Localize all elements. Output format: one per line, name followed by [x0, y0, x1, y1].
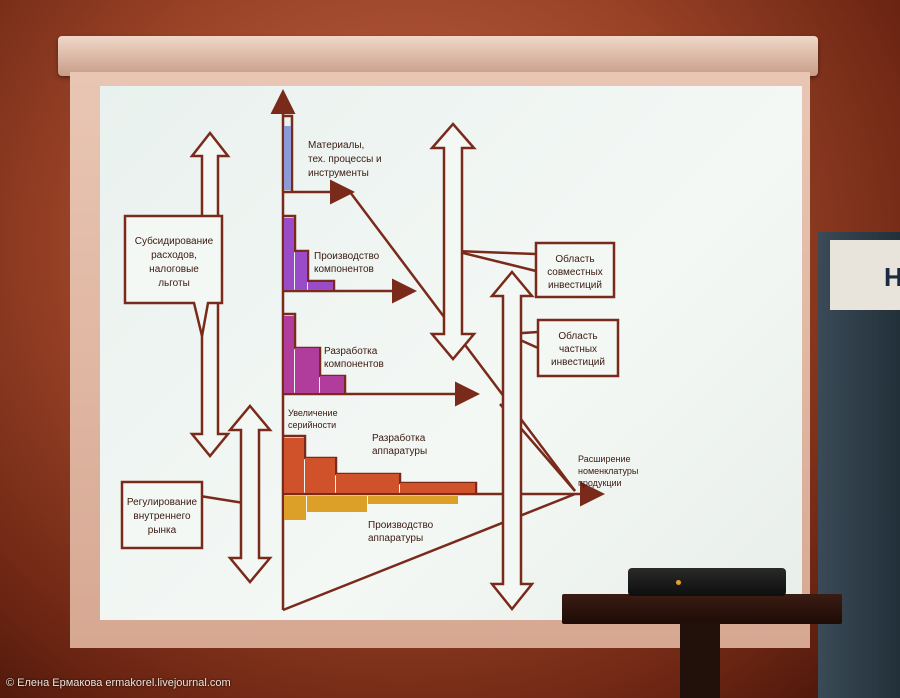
label-components-prod-2: компонентов — [314, 264, 374, 275]
step-components-prod — [283, 214, 336, 291]
label-subsidies-1: Субсидирование — [135, 235, 214, 247]
label-joint-1: Область — [555, 253, 594, 265]
projector-device — [628, 568, 786, 596]
projected-slide: Субсидирование расходов, налоговые льгот… — [100, 86, 802, 620]
callout-private-box — [536, 318, 620, 378]
label-nomenclature-3: продукции — [578, 478, 622, 488]
label-materials-1: Материалы, — [308, 140, 364, 151]
bar-equipment-dev-1 — [284, 438, 304, 493]
presenter-table — [562, 594, 842, 624]
label-components-dev-2: компонентов — [324, 359, 384, 370]
bar-equipment-prod-2 — [307, 496, 367, 512]
label-serial-2: серийности — [288, 420, 336, 430]
diagonal-lower — [282, 492, 576, 612]
callout-regulation-box — [120, 480, 204, 550]
bar-components-dev-3 — [320, 376, 344, 393]
label-regulation-2: внутреннего — [133, 511, 191, 522]
label-regulation-1: Регулирование — [127, 497, 198, 508]
callout-joint-box — [534, 241, 616, 299]
label-components-prod-1: Производство — [314, 251, 380, 262]
label-joint-3: инвестиций — [548, 280, 602, 291]
slide-diagram: Субсидирование расходов, налоговые льгот… — [120, 89, 638, 612]
label-private-2: частных — [559, 344, 597, 355]
side-banner-sign — [830, 240, 900, 310]
bar-equipment-prod-3 — [368, 496, 458, 504]
projector-screen-roller — [58, 36, 818, 76]
label-equipment-dev-2: аппаратуры — [372, 446, 427, 457]
label-serial-1: Увеличение — [288, 408, 338, 418]
label-materials-2: тех. процессы и — [308, 154, 382, 165]
bar-components-prod-1 — [284, 218, 294, 290]
double-arrow-private — [489, 270, 535, 612]
label-materials-3: инструменты — [308, 168, 369, 179]
bar-equipment-dev-2 — [305, 458, 335, 493]
label-regulation-3: рынка — [148, 525, 177, 536]
label-equipment-prod-2: аппаратуры — [368, 533, 423, 544]
copyright-watermark: © Елена Ермакова ermakorel.livejournal.c… — [6, 677, 231, 689]
presenter-table-leg — [680, 622, 720, 698]
label-joint-2: совместных — [547, 267, 603, 278]
projector-indicator-light — [676, 580, 681, 585]
step-components-dev — [283, 312, 347, 394]
label-equipment-dev-1: Разработка — [372, 432, 426, 444]
bar-components-prod-2 — [295, 252, 307, 290]
bar-equipment-prod-1 — [284, 496, 306, 520]
callout-subsidies-box — [123, 214, 224, 337]
bar-equipment-dev-4 — [400, 483, 475, 493]
label-components-dev-1: Разработка — [324, 345, 378, 357]
label-private-3: инвестиций — [551, 357, 605, 368]
label-private-1: Область — [558, 330, 597, 342]
bar-components-dev-1 — [284, 316, 294, 393]
bar-materials — [284, 126, 291, 190]
bar-equipment-dev-3 — [336, 474, 399, 493]
pointer-joint-upper — [454, 249, 537, 256]
pointer-joint-lower — [454, 249, 537, 273]
label-subsidies-4: льготы — [158, 278, 190, 289]
side-banner-letter: Н — [884, 262, 900, 292]
label-subsidies-3: налоговые — [149, 264, 199, 275]
bar-components-prod-3 — [308, 282, 333, 290]
label-subsidies-2: расходов, — [151, 250, 197, 261]
step-materials — [283, 114, 294, 192]
bar-components-dev-2 — [295, 348, 319, 393]
label-equipment-prod-1: Производство — [368, 520, 434, 531]
label-nomenclature-2: номенклатуры — [578, 466, 638, 476]
double-arrow-regulation — [227, 404, 273, 584]
label-nomenclature-1: Расширение — [578, 454, 630, 464]
double-arrow-joint — [429, 122, 477, 361]
